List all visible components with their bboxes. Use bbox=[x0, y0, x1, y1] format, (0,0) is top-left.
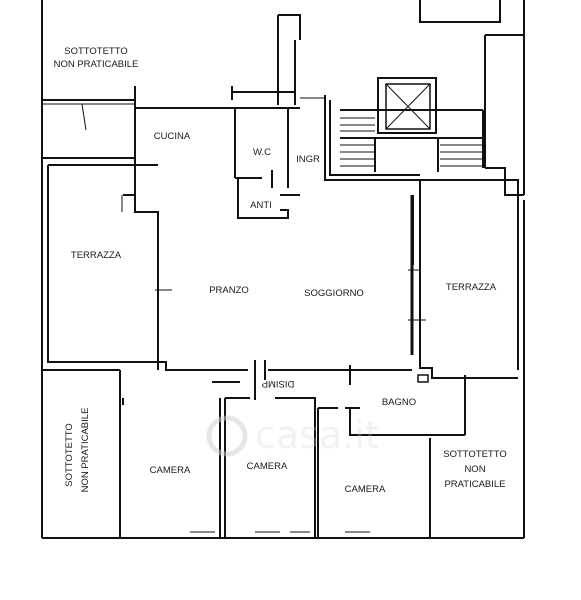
wall-terrazza-left bbox=[47, 165, 158, 363]
label-camera-2: CAMERA bbox=[247, 461, 288, 472]
wall-terrazza-right bbox=[420, 179, 519, 370]
room-labels: SOTTOTETTO NON PRATICABILE CUCINA W.C IN… bbox=[54, 46, 507, 495]
label-terrazza-right: TERRAZZA bbox=[446, 282, 497, 293]
wall-bagno-bottom bbox=[349, 408, 465, 436]
label-sottotetto-left-1: SOTTOTETTO bbox=[64, 423, 75, 487]
label-bagno: BAGNO bbox=[382, 397, 416, 408]
label-sottotetto-top-1: SOTTOTETTO bbox=[64, 46, 128, 57]
interior-walls bbox=[42, 95, 519, 538]
wall-camera2-right bbox=[275, 397, 316, 538]
wall-ingr bbox=[324, 95, 420, 181]
label-disimp: DISIMP bbox=[262, 378, 295, 389]
label-terrazza-left: TERRAZZA bbox=[71, 250, 122, 261]
label-anti: ANTI bbox=[250, 200, 272, 211]
label-sottotetto-right-1: SOTTOTETTO bbox=[443, 449, 507, 460]
label-pranzo: PRANZO bbox=[209, 285, 249, 296]
label-sottotetto-right-2: NON bbox=[464, 464, 485, 475]
label-soggiorno: SOGGIORNO bbox=[304, 288, 364, 299]
label-camera-3: CAMERA bbox=[345, 484, 386, 495]
staircase bbox=[340, 117, 483, 167]
label-ingr: INGR bbox=[296, 154, 320, 165]
label-sottotetto-right-3: PRATICABILE bbox=[444, 479, 505, 490]
label-cucina: CUCINA bbox=[154, 131, 191, 142]
watermark-text: casa.it bbox=[255, 413, 380, 457]
leader-line bbox=[81, 103, 87, 131]
label-wc: W.C bbox=[253, 147, 271, 158]
label-camera-1: CAMERA bbox=[150, 465, 191, 476]
label-sottotetto-top-2: NON PRATICABILE bbox=[54, 59, 139, 70]
walls bbox=[41, 0, 525, 539]
label-sottotetto-left-2: NON PRATICABILE bbox=[80, 408, 91, 493]
elevator-shaft bbox=[377, 77, 437, 134]
watermark-logo: casa.it bbox=[206, 413, 380, 457]
wall-anti bbox=[237, 178, 289, 219]
